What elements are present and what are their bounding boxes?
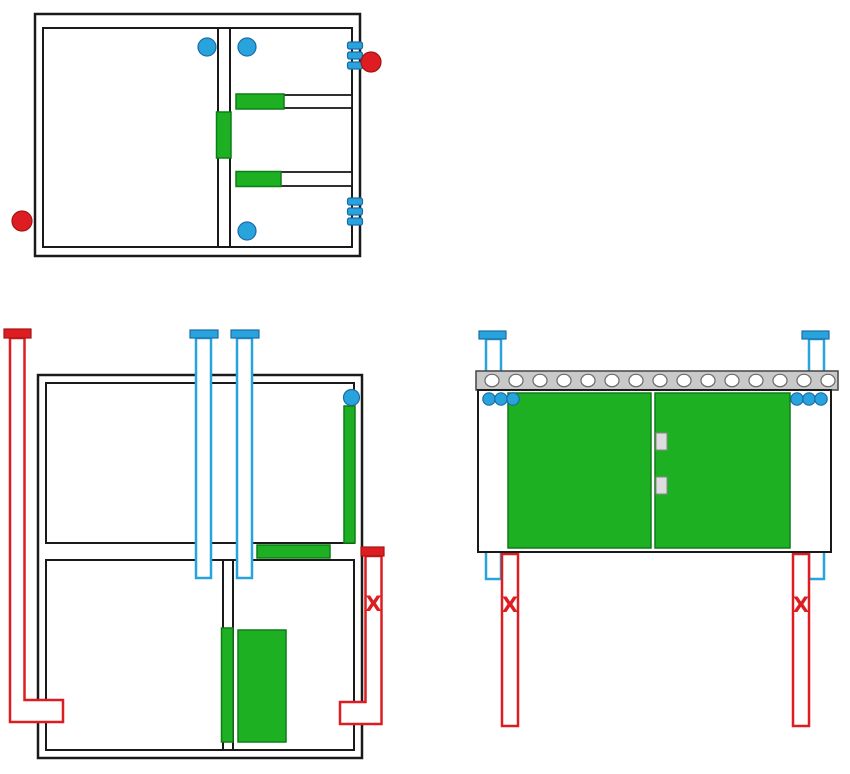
blue-port-circle (482, 392, 496, 406)
vent-hole (580, 373, 596, 388)
vent-hole (748, 373, 764, 388)
plan-view (11, 12, 382, 258)
elevation-door-left (507, 392, 652, 549)
plan-blue-port-bottom (237, 221, 257, 241)
section-green-slab-block (256, 544, 331, 559)
plan-green-block-bottom (235, 170, 282, 188)
red-pipe-body (500, 552, 520, 728)
valve-mark: X (365, 592, 381, 616)
vent-hole (676, 373, 692, 388)
blue-pipe-cap (801, 330, 830, 340)
elevation-blue-ports-right (790, 392, 828, 406)
blue-pipe-cap (189, 329, 219, 339)
section-green-wall-block (220, 627, 234, 743)
blue-port-circle (814, 392, 828, 406)
red-pipe-cap (360, 546, 385, 557)
blue-port-circle (494, 392, 508, 406)
plan-green-block-wall (215, 111, 232, 159)
blue-connector-bar (346, 41, 364, 50)
plan-blue-port-left (197, 37, 217, 57)
blue-pipe-body (194, 336, 213, 580)
section-red-pipe-right: X (338, 546, 385, 726)
plan-blue-connectors-top (346, 41, 364, 70)
vent-hole (796, 373, 812, 388)
plan-blue-port-top (237, 37, 257, 57)
blue-connector-bar (346, 217, 364, 226)
section-green-tank (237, 629, 287, 743)
section-red-pipe-left (3, 328, 65, 724)
red-pipe-cap (3, 328, 32, 339)
vent-hole (556, 373, 572, 388)
vent-hole (700, 373, 716, 388)
vent-hole (508, 373, 524, 388)
plan-red-port-right (360, 51, 382, 73)
section-blue-pipe-right (230, 329, 260, 580)
blue-connector-bar (346, 197, 364, 206)
section-blue-port (342, 388, 361, 407)
blue-port-circle (802, 392, 816, 406)
valve-mark: X (502, 593, 518, 617)
vent-hole (484, 373, 500, 388)
vent-hole (628, 373, 644, 388)
vent-holes (484, 373, 836, 388)
section-green-riser-right (343, 405, 356, 544)
blue-connector-bar (346, 51, 364, 60)
elevation-blue-ports-left (482, 392, 520, 406)
door-handle-bottom (655, 476, 668, 495)
vent-hole (652, 373, 668, 388)
plan-inner-wall (42, 27, 353, 248)
elevation-door-right (654, 392, 791, 549)
blue-pipe-cap (230, 329, 260, 339)
section-view: X (3, 328, 385, 760)
vent-hole (604, 373, 620, 388)
vent-hole (724, 373, 740, 388)
plan-blue-connectors-bottom (346, 197, 364, 226)
valve-mark: X (793, 593, 809, 617)
plan-red-port-left (11, 210, 33, 232)
blue-port-circle (506, 392, 520, 406)
elevation-red-pipe-right: X (791, 552, 811, 728)
vent-hole (772, 373, 788, 388)
blue-connector-bar (346, 207, 364, 216)
section-blue-pipe-left (189, 329, 219, 580)
vent-hole (820, 373, 836, 388)
door-handle-top (655, 432, 668, 451)
elevation-view: X X (475, 330, 839, 728)
plan-green-block-top (235, 93, 285, 110)
blue-port-circle (790, 392, 804, 406)
red-pipe-body (791, 552, 811, 728)
blue-pipe-cap (478, 330, 507, 340)
blue-connector-bar (346, 61, 364, 70)
vent-hole (532, 373, 548, 388)
section-lower-room (45, 559, 355, 751)
blue-pipe-body (235, 336, 254, 580)
elevation-red-pipe-left: X (500, 552, 520, 728)
